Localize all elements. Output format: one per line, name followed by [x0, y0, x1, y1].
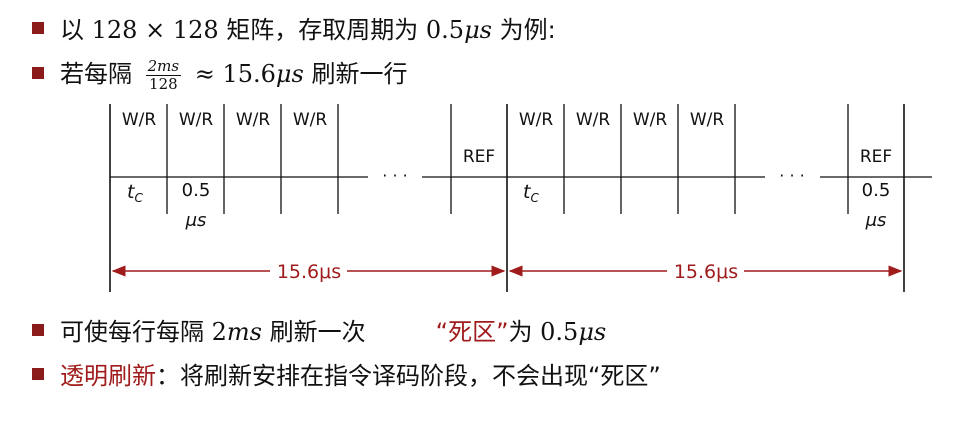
- wr-cell-label: W/R: [293, 110, 328, 130]
- text-segment: ：将刷新安排在指令译码阶段，不会出现“死区”: [156, 362, 661, 390]
- fraction-numerator: 2ms: [145, 56, 182, 76]
- text-segment: 可使每行每隔: [60, 318, 212, 346]
- cell-time-unit: μs: [865, 210, 887, 231]
- math-unit: μs: [464, 16, 492, 44]
- text-segment: 刷新一次: [262, 318, 366, 346]
- wr-cell-label: W/R: [179, 110, 214, 130]
- text-segment: 为例:: [491, 16, 556, 44]
- math-unit: μs: [578, 318, 607, 346]
- text-segment: 以: [60, 16, 92, 44]
- interval-label: 15.6μs: [277, 261, 341, 283]
- bullet-marker: [32, 323, 44, 336]
- bullet-text: 透明刷新：将刷新安排在指令译码阶段，不会出现“死区”: [60, 356, 661, 391]
- math-value: 0.5: [540, 318, 579, 346]
- cell-time-value: 0.5: [182, 180, 211, 201]
- cell-time-unit: μs: [185, 210, 207, 231]
- bullet-item-1: 以 128 × 128 矩阵，存取周期为 0.5μs 为例:: [32, 10, 556, 45]
- math-unit: ms: [226, 318, 262, 346]
- interval-label: 15.6μs: [674, 261, 738, 283]
- math-value: 2: [211, 318, 227, 346]
- ref-cell-label: REF: [860, 147, 892, 167]
- ref-cell-label: REF: [463, 147, 495, 167]
- text-segment: 为: [508, 318, 541, 346]
- bullet-marker: [32, 66, 44, 79]
- dead-zone-term: “死区”: [435, 318, 509, 346]
- bullet-marker: [32, 21, 44, 34]
- ellipsis: · · ·: [779, 166, 804, 185]
- tc-label: tC: [523, 181, 539, 205]
- transparent-refresh-term: 透明刷新: [60, 362, 156, 390]
- bullet-text: 以 128 × 128 矩阵，存取周期为 0.5μs 为例:: [60, 10, 556, 45]
- math-size: 128 × 128: [91, 16, 219, 44]
- cell-time-value: 0.5: [862, 180, 891, 201]
- bullet-text: 可使每行每隔 2ms 刷新一次 “死区”为 0.5μs: [60, 312, 606, 347]
- ellipsis: · · ·: [382, 166, 407, 185]
- bullet-marker: [32, 367, 44, 380]
- text-segment: 刷新一行: [303, 60, 408, 88]
- wr-cell-label: W/R: [576, 110, 611, 130]
- fraction-denominator: 128: [149, 74, 178, 93]
- wr-cell-label: W/R: [122, 110, 157, 130]
- bullet-item-4: 透明刷新：将刷新安排在指令译码阶段，不会出现“死区”: [32, 356, 661, 391]
- wr-cell-label: W/R: [236, 110, 271, 130]
- text-segment: 若每隔: [60, 60, 140, 88]
- wr-cell-label: W/R: [690, 110, 725, 130]
- bullet-item-3: 可使每行每隔 2ms 刷新一次 “死区”为 0.5μs: [32, 312, 606, 347]
- wr-cell-label: W/R: [519, 110, 554, 130]
- math-value: ≈ 15.6: [187, 60, 276, 88]
- math-unit: μs: [275, 60, 304, 88]
- math-value: 0.5: [425, 16, 465, 44]
- wr-cell-label: W/R: [633, 110, 668, 130]
- text-segment: 矩阵，存取周期为: [218, 16, 426, 44]
- tc-label: tC: [127, 181, 143, 205]
